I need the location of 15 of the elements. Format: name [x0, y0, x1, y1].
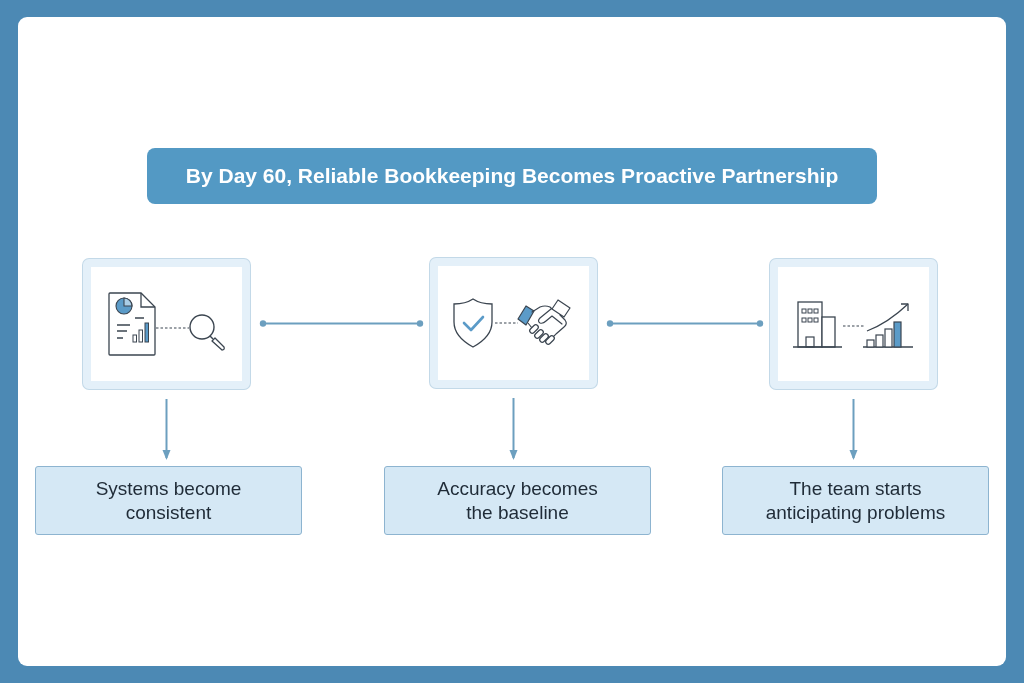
arrow — [162, 398, 171, 460]
outcome-text: Accuracy becomes the baseline — [436, 476, 599, 525]
connector-line — [606, 320, 764, 327]
outcome-box — [35, 466, 302, 535]
illustration-card — [770, 259, 937, 389]
outcome-text: Systems become consistent — [94, 476, 243, 525]
arrow — [509, 397, 518, 460]
connector-line — [259, 320, 424, 327]
arrow — [849, 398, 858, 460]
title-banner: By Day 60, Reliable Bookkeeping Becomes Proactive Partnership — [147, 148, 877, 204]
outcome-box — [384, 466, 651, 535]
outcome-text: The team starts anticipating problems — [764, 476, 947, 525]
illustration-card — [83, 259, 250, 389]
outcome-box — [722, 466, 989, 535]
illustration-card — [430, 258, 597, 388]
